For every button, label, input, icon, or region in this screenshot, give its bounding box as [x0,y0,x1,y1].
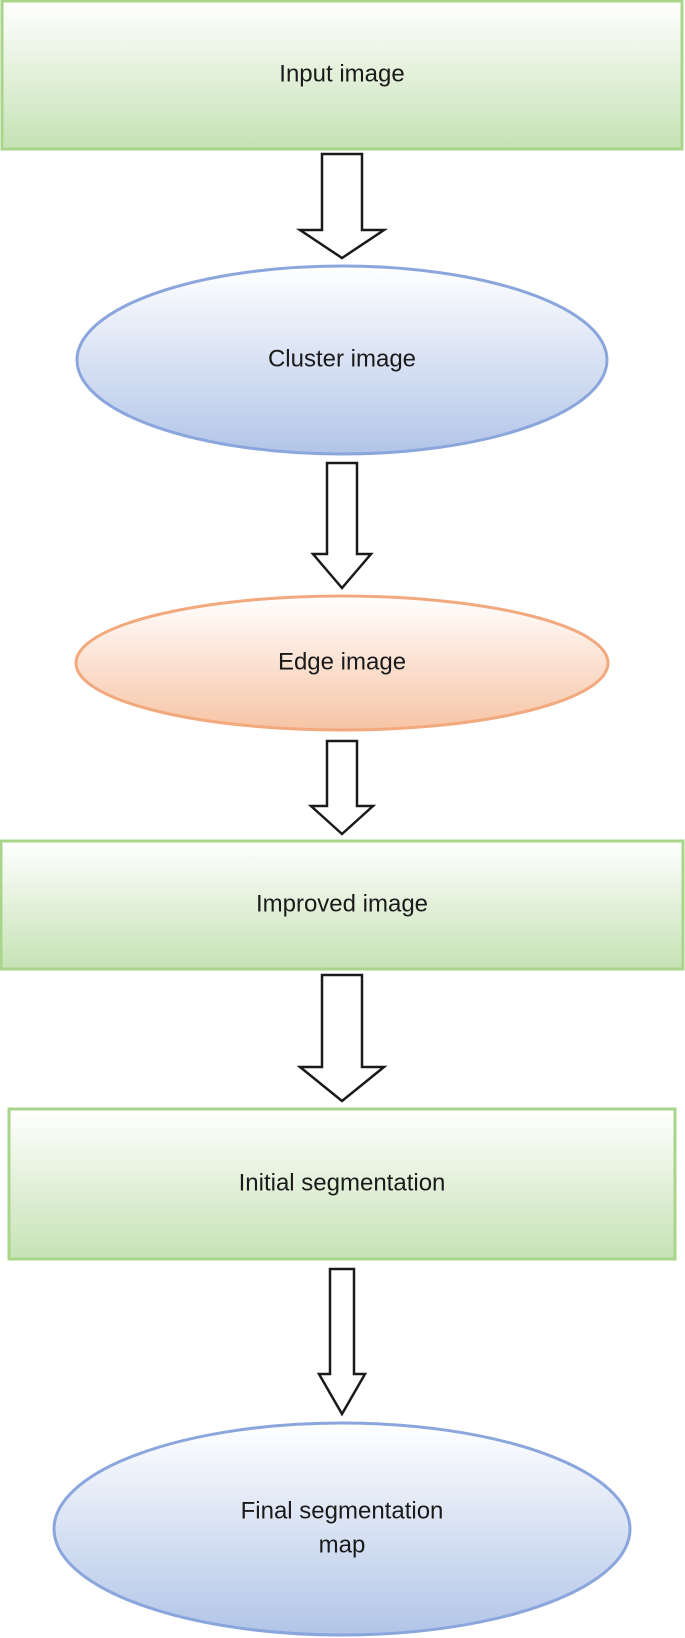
arrow-edge-image-to-improved-image [307,739,377,836]
input-image-shape [0,0,684,151]
node-initial-segmentation: Initial segmentation [7,1107,677,1261]
arrow-cluster-image-to-edge-image [310,461,374,590]
node-final-segmentation-map: Final segmentation map [52,1421,632,1637]
final-segmentation-map-label-line-1: Final segmentation [241,1497,444,1524]
final-segmentation-map-shape [52,1421,632,1637]
input-image-label: Input image [279,60,404,87]
initial-segmentation-shape [7,1107,677,1261]
edge-image-shape [74,594,610,732]
node-improved-image: Improved image [0,839,685,971]
node-edge-image: Edge image [74,594,610,732]
cluster-image-label: Cluster image [268,345,416,372]
final-segmentation-map-label-line-2: map [319,1531,366,1558]
initial-segmentation-label: Initial segmentation [239,1169,446,1196]
arrow-initial-segmentation-to-final-segmentation-map [316,1267,368,1417]
node-input-image: Input image [0,0,684,151]
edge-image-label: Edge image [278,648,406,675]
arrow-input-image-to-cluster-image [295,152,389,260]
cluster-image-shape [75,264,609,456]
node-cluster-image: Cluster image [75,264,609,456]
improved-image-label: Improved image [256,890,428,917]
edges-layer [295,152,389,1417]
improved-image-shape [0,839,685,971]
arrow-improved-image-to-initial-segmentation [296,973,388,1103]
